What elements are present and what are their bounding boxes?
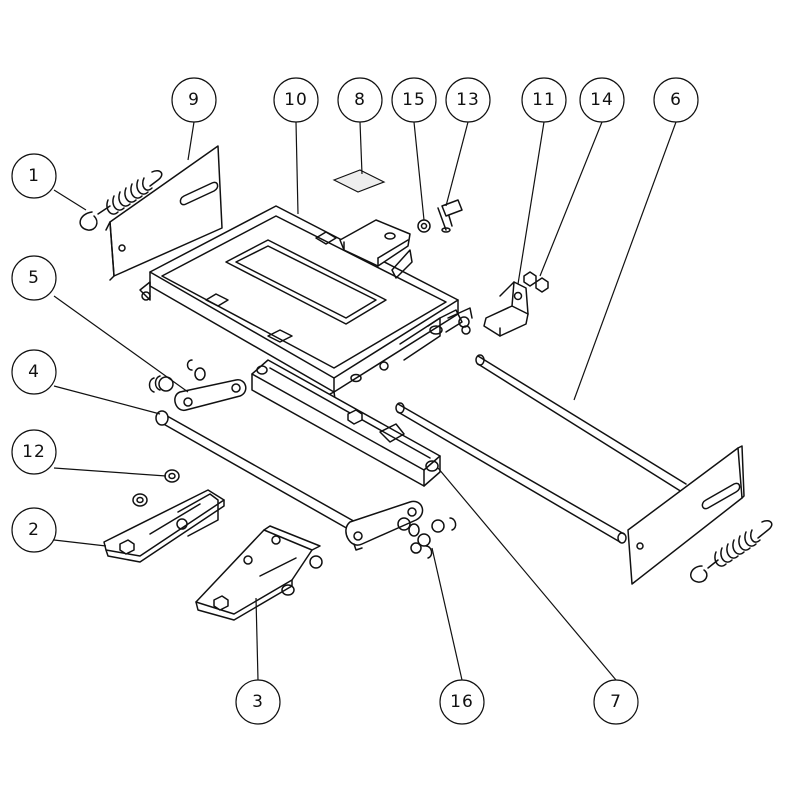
leader-3 bbox=[255, 597, 259, 681]
callout-11: 11 bbox=[521, 77, 567, 123]
part-9-side-plate-left bbox=[105, 145, 223, 281]
part-8-label-decal bbox=[332, 169, 386, 193]
leader-12 bbox=[53, 467, 167, 477]
leader-10 bbox=[295, 121, 299, 215]
callout-9-label: 9 bbox=[188, 90, 200, 110]
callout-balloons: 1 2 3 4 5 6 7 8 bbox=[11, 77, 699, 725]
callout-4-label: 4 bbox=[28, 362, 40, 382]
part-6-rod-assembly bbox=[395, 354, 745, 585]
callout-4: 4 bbox=[11, 349, 57, 395]
part-3-support-bracket bbox=[195, 525, 323, 621]
leader-15 bbox=[413, 121, 425, 221]
leader-11 bbox=[517, 121, 545, 285]
part-2-pivot-arm bbox=[103, 489, 225, 563]
part-5-link-plate bbox=[148, 359, 247, 412]
leader-9 bbox=[187, 121, 195, 161]
leader-13 bbox=[445, 121, 469, 207]
callout-10: 10 bbox=[273, 77, 319, 123]
callout-6-label: 6 bbox=[670, 90, 682, 110]
leader-2 bbox=[53, 539, 107, 547]
callout-7-label: 7 bbox=[610, 692, 622, 712]
callout-10-label: 10 bbox=[284, 90, 308, 110]
frame-mount-bracket bbox=[339, 219, 413, 279]
callout-8: 8 bbox=[337, 77, 383, 123]
part-15-washer bbox=[417, 219, 431, 233]
callout-6: 6 bbox=[653, 77, 699, 123]
callout-16-label: 16 bbox=[450, 692, 474, 712]
callout-2: 2 bbox=[11, 507, 57, 553]
callout-16: 16 bbox=[439, 679, 485, 725]
leader-lines bbox=[53, 121, 677, 681]
leader-4 bbox=[53, 385, 161, 415]
callout-5-label: 5 bbox=[28, 268, 40, 288]
callout-1: 1 bbox=[11, 153, 57, 199]
callout-12-label: 12 bbox=[22, 442, 46, 462]
callout-13: 13 bbox=[445, 77, 491, 123]
part-16-hardware-set bbox=[397, 517, 457, 559]
part-1-spring-right bbox=[690, 519, 773, 583]
leader-1 bbox=[53, 189, 87, 211]
leader-5 bbox=[53, 295, 189, 393]
leader-14 bbox=[539, 121, 603, 277]
callout-5: 5 bbox=[11, 255, 57, 301]
callout-12: 12 bbox=[11, 429, 57, 475]
callout-3: 3 bbox=[235, 679, 281, 725]
callout-8-label: 8 bbox=[354, 90, 366, 110]
part-13-bolt bbox=[437, 199, 463, 233]
callout-14: 14 bbox=[579, 77, 625, 123]
callout-15-label: 15 bbox=[402, 90, 426, 110]
leader-7 bbox=[437, 467, 617, 681]
callout-14-label: 14 bbox=[590, 90, 614, 110]
callout-11-label: 11 bbox=[532, 90, 556, 110]
part-10-main-frame bbox=[139, 205, 473, 413]
callout-15: 15 bbox=[391, 77, 437, 123]
callout-13-label: 13 bbox=[456, 90, 480, 110]
part-7-channel-beam bbox=[251, 359, 441, 487]
callout-7: 7 bbox=[593, 679, 639, 725]
callout-2-label: 2 bbox=[28, 520, 40, 540]
callout-1-label: 1 bbox=[28, 166, 40, 186]
part-14-nuts bbox=[523, 271, 549, 293]
leader-8 bbox=[359, 121, 363, 175]
callout-3-label: 3 bbox=[252, 692, 264, 712]
leader-6 bbox=[573, 121, 677, 401]
leader-16 bbox=[431, 547, 463, 681]
part-4-cross-rod bbox=[155, 410, 424, 551]
callout-9: 9 bbox=[171, 77, 217, 123]
part-11-latch-bracket bbox=[483, 281, 529, 337]
part-1-spring-left bbox=[79, 169, 163, 231]
